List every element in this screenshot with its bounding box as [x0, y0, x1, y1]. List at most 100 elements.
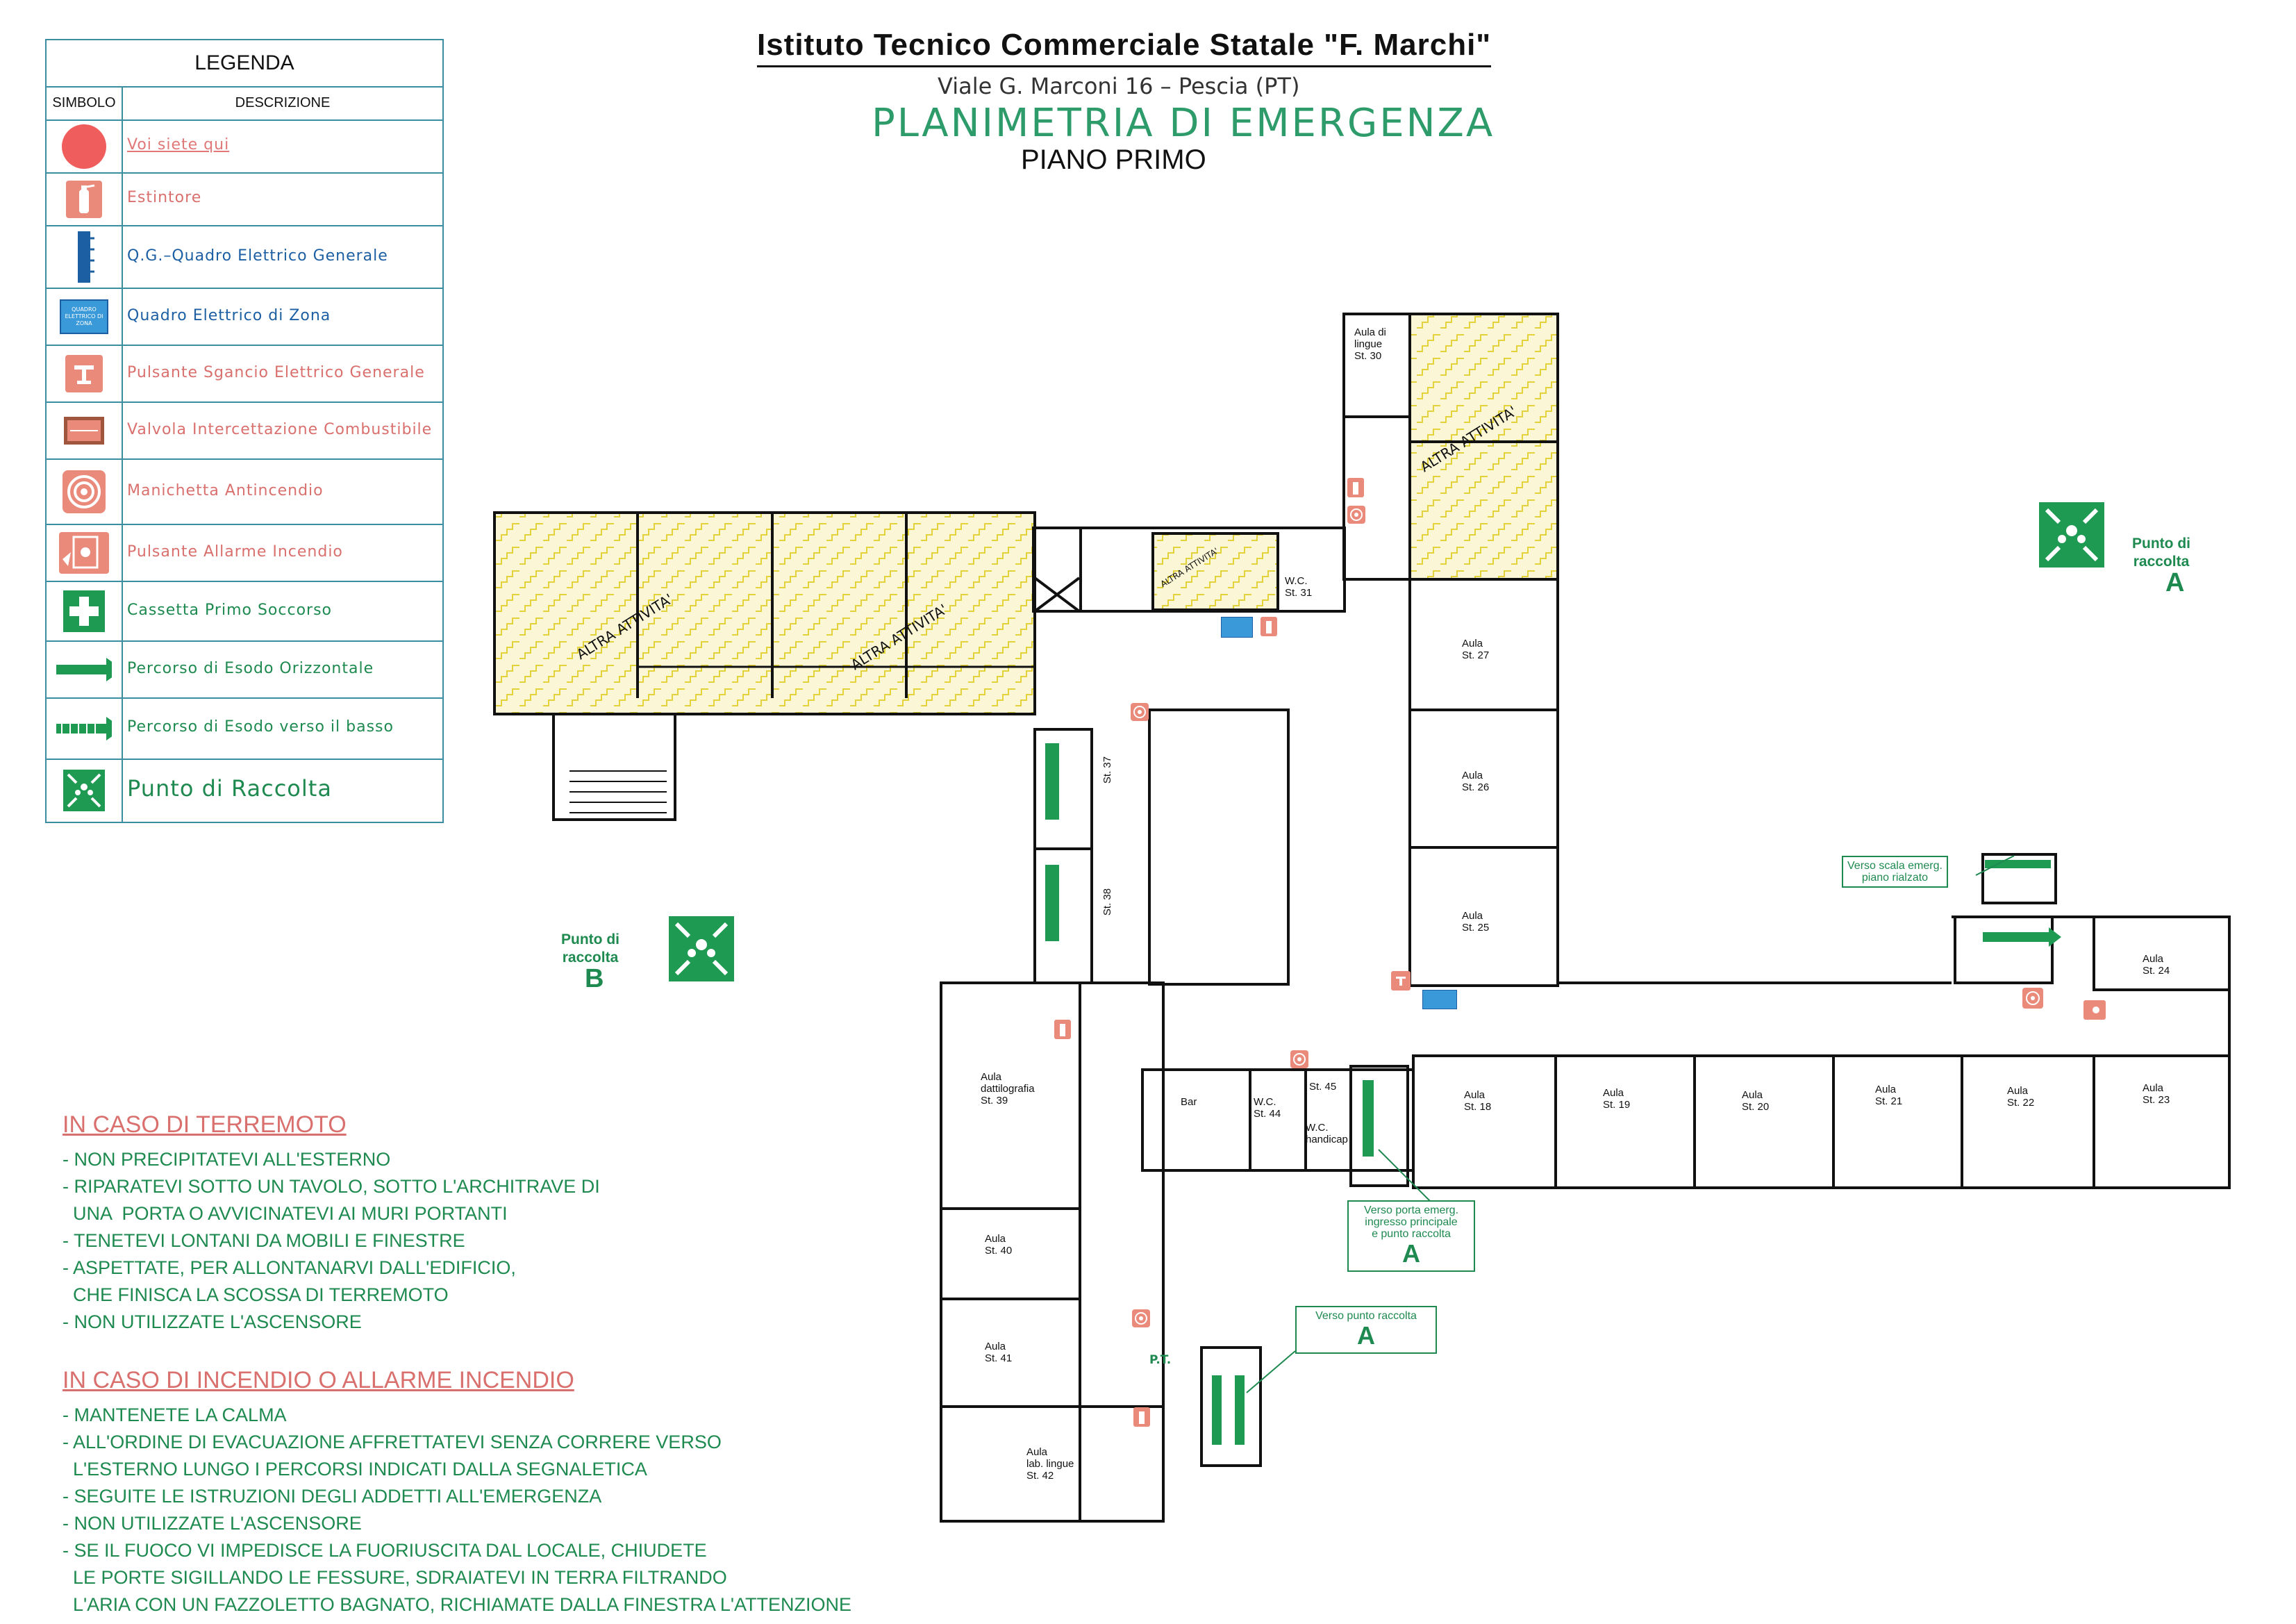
- room-st42: Aula lab. lingue St. 42: [1026, 1446, 1074, 1482]
- extinguisher-icon: [1261, 617, 1277, 639]
- room-st19: Aula St. 19: [1603, 1087, 1631, 1111]
- legend: LEGENDA SIMBOLO DESCRIZIONE Voi siete qu…: [45, 39, 444, 823]
- earthquake-line: - TENETEVI LONTANI DA MOBILI E FINESTRE: [63, 1230, 465, 1251]
- earthquake-line: - NON UTILIZZATE L'ASCENSORE: [63, 1311, 362, 1332]
- legend-row: Valvola Intercettazione Combustibile: [47, 403, 442, 460]
- zone-panel-icon-text: QUADRO ELETTRICO DI ZONA: [60, 299, 108, 334]
- exit-arrow-icon: [56, 642, 112, 697]
- hose-reel-icon: [1131, 703, 1149, 724]
- direction-box-stair: Verso scala emerg. piano rialzato: [1842, 856, 1948, 888]
- direction-box-assembly: Verso punto raccolta A: [1295, 1306, 1437, 1354]
- room-st26: Aula St. 26: [1462, 770, 1490, 793]
- assembly-point-b-letter: B: [585, 964, 604, 993]
- room-st45: St. 45: [1309, 1081, 1337, 1093]
- legend-row: Pulsante Allarme Incendio: [47, 525, 442, 582]
- room-st44: W.C. St. 44: [1254, 1096, 1281, 1120]
- fire-line: - MANTENETE LA CALMA: [63, 1405, 287, 1425]
- main-panel-icon: [56, 226, 112, 288]
- legend-label-you-are-here: Voi siete qui: [127, 136, 230, 154]
- legend-label-zone-panel: Quadro Elettrico di Zona: [127, 307, 331, 324]
- legend-label-exit-horizontal: Percorso di Esodo Orizzontale: [127, 660, 374, 677]
- earthquake-line: CHE FINISCA LA SCOSSA DI TERREMOTO: [63, 1284, 449, 1305]
- fire-line: L'ESTERNO LUNGO I PERCORSI INDICATI DALL…: [63, 1459, 647, 1480]
- fire-alarm-icon: [2083, 1000, 2106, 1022]
- earthquake-list: - NON PRECIPITATEVI ALL'ESTERNO - RIPARA…: [63, 1146, 600, 1336]
- extinguisher-icon: [1347, 478, 1364, 500]
- extinguisher-icon: [1054, 1020, 1071, 1042]
- fire-title: IN CASO DI INCENDIO O ALLARME INCENDIO: [63, 1367, 574, 1393]
- room-st39: Aula dattilografia St. 39: [981, 1071, 1035, 1107]
- room-bar: Bar: [1181, 1096, 1197, 1108]
- earthquake-line: - ASPETTATE, PER ALLONTANARVI DALL'EDIFI…: [63, 1257, 516, 1278]
- room-st18: Aula St. 18: [1464, 1089, 1492, 1113]
- hose-reel-icon: [2022, 988, 2043, 1011]
- floor-title: PIANO PRIMO: [1021, 144, 1206, 175]
- hose-reel-icon: [1290, 1050, 1308, 1071]
- fire-line: - SE IL FUOCO VI IMPEDISCE LA FUORIUSCIT…: [63, 1540, 707, 1561]
- fire-line: - NON UTILIZZATE L'ASCENSORE: [63, 1513, 362, 1534]
- fuel-valve-icon: [56, 403, 112, 458]
- room-st41: Aula St. 41: [985, 1341, 1013, 1364]
- direction-box-assembly-text: Verso punto raccolta: [1315, 1310, 1417, 1322]
- legend-label-extinguisher: Estintore: [127, 189, 202, 206]
- legend-row: Pulsante Sgancio Elettrico Generale: [47, 346, 442, 403]
- you-are-here-icon: [56, 121, 112, 172]
- legend-label-power-cut: Pulsante Sgancio Elettrico Generale: [127, 364, 425, 381]
- pt-label: P.T.: [1149, 1353, 1172, 1367]
- room-st24: Aula St. 24: [2143, 953, 2170, 977]
- hose-reel-icon: [1347, 506, 1365, 527]
- institute-title: Istituto Tecnico Commerciale Statale "F.…: [757, 28, 1492, 67]
- room-handicap: W.C. handicap: [1306, 1122, 1348, 1145]
- legend-row: Cassetta Primo Soccorso: [47, 582, 442, 642]
- assembly-point-a-letter: A: [2165, 568, 2185, 597]
- assembly-point-a-icon: [2038, 502, 2105, 571]
- room-st22: Aula St. 22: [2007, 1085, 2035, 1109]
- room-st21: Aula St. 21: [1875, 1084, 1903, 1107]
- direction-box-assembly-letter: A: [1357, 1321, 1375, 1350]
- room-st27: Aula St. 27: [1462, 638, 1490, 661]
- direction-box-main-exit-letter: A: [1402, 1239, 1420, 1268]
- exit-down-arrow-icon: [56, 699, 112, 759]
- legend-label-fuel-valve: Valvola Intercettazione Combustibile: [127, 421, 433, 438]
- room-st37: St. 37: [1101, 756, 1114, 784]
- extinguisher-icon: [1133, 1407, 1150, 1430]
- legend-row: Manichetta Antincendio: [47, 460, 442, 525]
- legend-label-first-aid: Cassetta Primo Soccorso: [127, 602, 332, 619]
- legend-col-description: DESCRIZIONE: [123, 86, 442, 121]
- fire-alarm-icon: [56, 525, 112, 581]
- room-st40: Aula St. 40: [985, 1233, 1013, 1257]
- extinguisher-icon: [56, 174, 112, 225]
- legend-label-main-panel: Q.G.–Quadro Elettrico Generale: [127, 247, 388, 265]
- fire-line: - ALL'ORDINE DI EVACUAZIONE AFFRETTATEVI…: [63, 1432, 722, 1452]
- room-st31: W.C. St. 31: [1285, 575, 1313, 599]
- other-activity-area-left: [493, 511, 1036, 715]
- legend-row: Percorso di Esodo verso il basso: [47, 699, 442, 760]
- room-st30: Aula di lingue St. 30: [1354, 326, 1386, 362]
- legend-divider: [122, 86, 123, 822]
- assembly-point-a-label: Punto di raccolta: [2132, 536, 2190, 570]
- legend-row: Estintore: [47, 174, 442, 226]
- earthquake-line: - RIPARATEVI SOTTO UN TAVOLO, SOTTO L'AR…: [63, 1176, 600, 1197]
- assembly-point-b-icon: [668, 915, 735, 985]
- legend-row: Punto di Raccolta: [47, 760, 442, 820]
- direction-box-main-exit-text: Verso porta emerg. ingresso principale e…: [1363, 1204, 1459, 1240]
- zone-panel-icon: QUADRO ELETTRICO DI ZONA: [56, 289, 112, 345]
- assembly-point-b-label: Punto di raccolta: [561, 931, 619, 966]
- legend-row: Q.G.–Quadro Elettrico Generale: [47, 226, 442, 289]
- legend-label-fire-alarm: Pulsante Allarme Incendio: [127, 543, 343, 561]
- earthquake-line: - NON PRECIPITATEVI ALL'ESTERNO: [63, 1149, 391, 1170]
- fire-list: - MANTENETE LA CALMA - ALL'ORDINE DI EVA…: [63, 1402, 851, 1618]
- other-activity-area-right: [1408, 313, 1559, 581]
- plan-title: PLANIMETRIA DI EMERGENZA: [872, 101, 1495, 146]
- assembly-point-icon: [56, 760, 112, 820]
- room-st23: Aula St. 23: [2143, 1082, 2170, 1106]
- legend-row: Voi siete qui: [47, 121, 442, 174]
- earthquake-title: IN CASO DI TERREMOTO: [63, 1111, 347, 1138]
- legend-row: QUADRO ELETTRICO DI ZONA Quadro Elettric…: [47, 289, 442, 346]
- fire-line: LE PORTE SIGILLANDO LE FESSURE, SDRAIATE…: [63, 1567, 727, 1588]
- room-st20: Aula St. 20: [1742, 1089, 1770, 1113]
- zone-panel-icon: [1422, 989, 1458, 1012]
- zone-panel-icon: [1220, 616, 1254, 640]
- room-st38: St. 38: [1101, 888, 1114, 916]
